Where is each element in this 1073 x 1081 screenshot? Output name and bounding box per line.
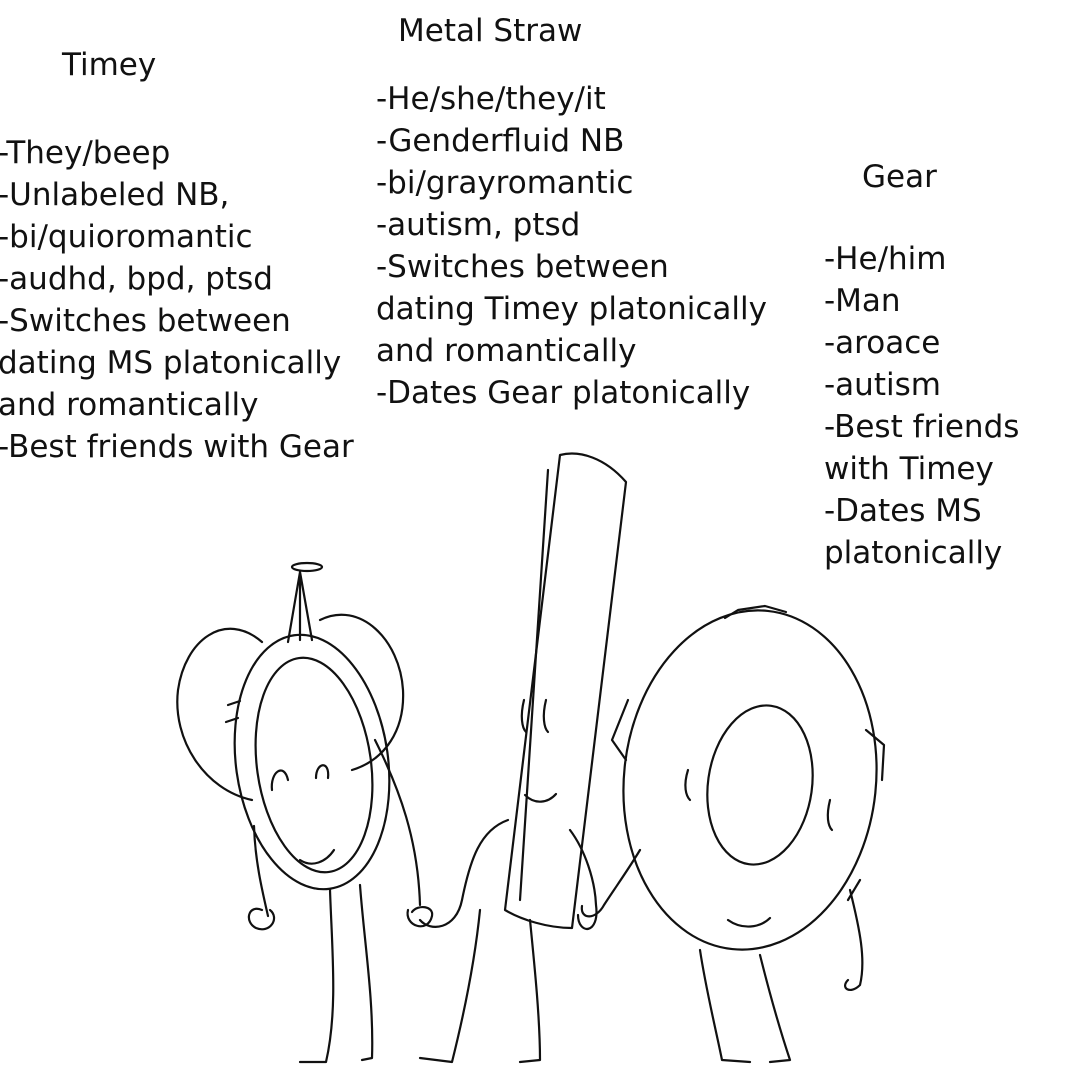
metal-straw-right-eye: [542, 698, 550, 734]
timey-right-eye: [314, 764, 330, 780]
timey-trait: -Unlabeled NB,: [0, 177, 230, 213]
timey-left-arm: [252, 824, 270, 918]
metal-straw-trait: and romantically: [376, 333, 637, 369]
gear-heading: Gear: [862, 159, 937, 195]
metal-straw-inner-line: [518, 468, 550, 902]
metal-straw-trait: -autism, ptsd: [376, 207, 581, 243]
gear-trait: -He/him: [824, 241, 947, 277]
gear-smile: [726, 916, 772, 928]
gear-outer-body: [622, 609, 878, 951]
metal-straw-trait: dating Timey platonically: [376, 291, 767, 327]
metal-straw-smile: [523, 792, 558, 803]
timey-antenna-top: [290, 561, 324, 573]
metal-straw-body: [503, 452, 628, 930]
gear-right-leg: [758, 953, 792, 1064]
timey-left-leg: [298, 888, 335, 1064]
timey-right-leg: [358, 883, 374, 1062]
timey-antenna: [286, 570, 314, 644]
timey-trait: -They/beep: [0, 135, 171, 171]
gear-figure: [580, 604, 886, 1064]
metal-straw-trait: -Switches between: [376, 249, 669, 285]
gear-right-arm: [844, 888, 864, 992]
timey-trait: -Best friends with Gear: [0, 429, 354, 465]
metal-straw-traits: -He/she/they/it -Genderfluid NB -bi/gray…: [376, 78, 767, 414]
metal-straw-figure: [418, 452, 628, 1064]
timey-right-hand: [406, 906, 434, 928]
timey-left-hand: [247, 907, 276, 931]
timey-traits: -They/beep -Unlabeled NB, -bi/quioromant…: [0, 132, 354, 468]
metal-straw-right-leg: [518, 918, 542, 1064]
gear-tooth-right: [864, 728, 886, 782]
gear-left-eye: [684, 768, 692, 802]
timey-right-ear: [318, 613, 405, 772]
gear-trait: -autism: [824, 367, 941, 403]
timey-trait: dating MS platonically: [0, 345, 342, 381]
timey-figure: [176, 561, 434, 1064]
timey-smile: [298, 848, 336, 865]
metal-straw-trait: -He/she/they/it: [376, 81, 606, 117]
gear-trait: -Man: [824, 283, 901, 319]
metal-straw-trait: -bi/grayromantic: [376, 165, 634, 201]
gear-tooth-top: [723, 604, 788, 620]
gear-left-arm: [580, 848, 642, 918]
gear-trait: platonically: [824, 535, 1003, 571]
timey-trait: -audhd, bpd, ptsd: [0, 261, 273, 297]
metal-straw-heading: Metal Straw: [398, 13, 583, 49]
timey-left-eye: [270, 769, 290, 792]
metal-straw-left-leg: [418, 908, 482, 1064]
gear-trait: -aroace: [824, 325, 941, 361]
timey-trait: -bi/quioromantic: [0, 219, 253, 255]
gear-inner-hole: [706, 704, 814, 866]
gear-left-leg: [698, 948, 752, 1064]
timey-trait: -Switches between: [0, 303, 291, 339]
metal-straw-left-arm: [418, 818, 510, 928]
timey-inner-face: [254, 656, 374, 874]
gear-trait: -Best friends: [824, 409, 1020, 445]
gear-trait: with Timey: [824, 451, 994, 487]
metal-straw-right-arm: [568, 828, 598, 931]
metal-straw-trait: -Genderfluid NB: [376, 123, 625, 159]
gear-tooth-right-low: [846, 878, 862, 902]
gear-right-eye: [826, 798, 834, 832]
timey-right-arm: [373, 738, 422, 907]
timey-trait: and romantically: [0, 387, 259, 423]
gear-traits: -He/him -Man -aroace -autism -Best frien…: [824, 238, 1019, 574]
gear-trait: -Dates MS: [824, 493, 982, 529]
metal-straw-trait: -Dates Gear platonically: [376, 375, 751, 411]
timey-outer-face: [233, 633, 391, 891]
gear-tooth-left: [610, 698, 630, 762]
timey-left-ear: [176, 627, 264, 802]
metal-straw-left-eye: [520, 698, 528, 734]
timey-heading: Timey: [62, 47, 157, 83]
